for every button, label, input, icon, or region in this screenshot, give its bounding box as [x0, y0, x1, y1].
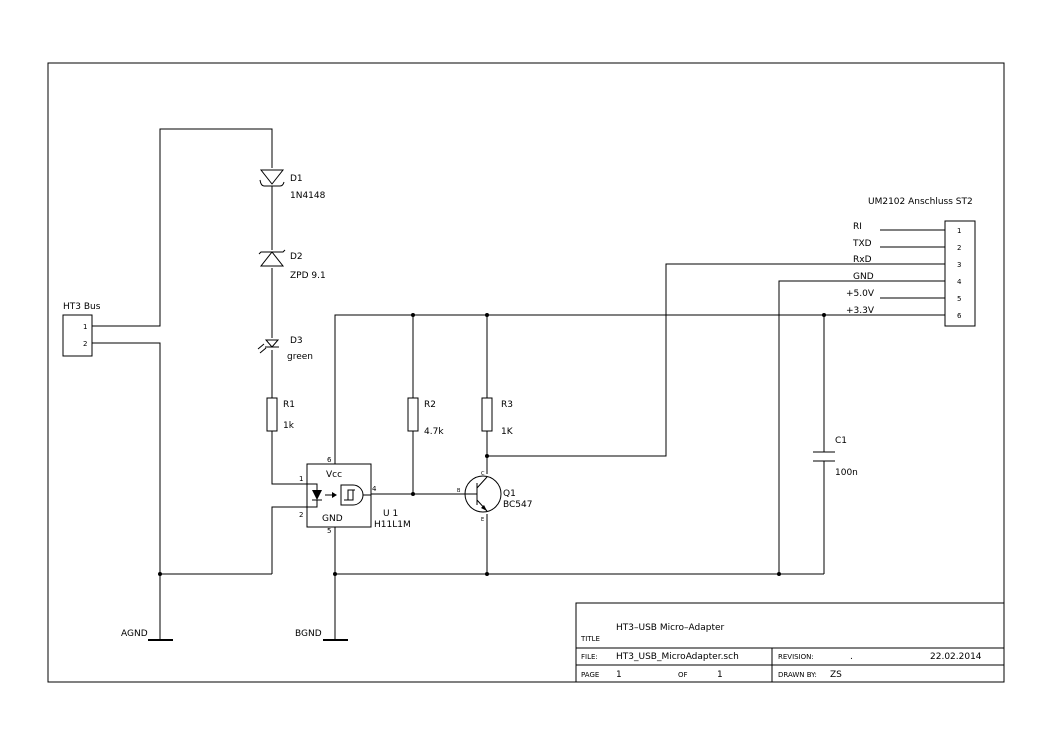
wires [92, 128, 945, 640]
resistor-r2: R2 4.7k [407, 397, 444, 437]
drawn-by-value: ZS [830, 670, 842, 680]
st2-signal-gnd: GND [853, 272, 874, 282]
st2-pin-4: 4 [957, 278, 962, 286]
r2-ref: R2 [424, 400, 436, 410]
file-value: HT3_USB_MicroAdapter.sch [616, 652, 739, 662]
r1-ref: R1 [283, 400, 295, 410]
um2102-connector: UM2102 Anschluss ST2 RI TXD RxD GND +5.0… [846, 197, 976, 327]
c1-value: 100n [835, 468, 858, 478]
of-label: OF [678, 671, 688, 679]
page-value: 1 [616, 670, 622, 680]
u1-value: H11L1M [374, 520, 411, 530]
r3-value: 1K [501, 427, 514, 437]
d1-value: 1N4148 [290, 191, 326, 201]
u1-pin-1: 1 [299, 475, 303, 483]
st2-signal-txd: TXD [852, 239, 872, 249]
q1-pin-b: B [457, 488, 461, 494]
pages-value: 1 [717, 670, 723, 680]
junctions [158, 313, 826, 576]
r1-value: 1k [283, 421, 295, 431]
u1-ref: U 1 [383, 509, 398, 519]
u1-pin-4: 4 [372, 485, 377, 493]
agnd-label: AGND [121, 629, 148, 639]
revision-value: . [850, 652, 853, 662]
optocoupler-u1: Vcc GND 6 1 2 4 5 U 1 H11L1M [299, 456, 411, 535]
date-value: 22.02.2014 [930, 652, 982, 662]
revision-label: REVISION: [778, 653, 814, 661]
u1-vcc: Vcc [326, 470, 342, 480]
q1-pin-e: E [481, 517, 484, 523]
st2-signal-ri: RI [853, 222, 862, 232]
u1-pin-5: 5 [327, 527, 331, 535]
u1-pin-2: 2 [299, 511, 303, 519]
title-value: HT3–USB Micro–Adapter [616, 623, 725, 633]
ht3-pin-1: 1 [83, 323, 87, 331]
d1-ref: D1 [290, 174, 303, 184]
q1-ref: Q1 [503, 489, 516, 499]
st2-pin-6: 6 [957, 312, 962, 320]
st2-signal-33v: +3.3V [846, 306, 875, 316]
u1-gnd: GND [322, 514, 343, 524]
resistor-r1: R1 1k [266, 397, 295, 432]
transistor-q1: B C E Q1 BC547 [457, 471, 532, 523]
st2-signal-rxd: RxD [853, 255, 872, 265]
st2-pin-5: 5 [957, 295, 961, 303]
d2-value: ZPD 9.1 [290, 271, 326, 281]
title-block: TITLE HT3–USB Micro–Adapter FILE: HT3_US… [575, 602, 1005, 683]
ground-agnd: AGND [121, 629, 173, 641]
q1-pin-c: C [481, 471, 485, 477]
d2-ref: D2 [290, 252, 303, 262]
q1-value: BC547 [503, 500, 532, 510]
st2-pin-3: 3 [957, 261, 961, 269]
c1-ref: C1 [835, 436, 847, 446]
file-label: FILE: [581, 653, 598, 661]
d3-value: green [287, 352, 313, 362]
st2-pin-2: 2 [957, 244, 961, 252]
ht3-pin-2: 2 [83, 340, 87, 348]
r2-value: 4.7k [424, 427, 444, 437]
bgnd-label: BGND [295, 629, 322, 639]
capacitor-c1: C1 100n [813, 436, 858, 478]
st2-pin-1: 1 [957, 227, 961, 235]
resistor-r3: R3 1K [481, 397, 514, 437]
ht3-bus-connector: HT3 Bus 1 2 [62, 302, 101, 357]
st2-label: UM2102 Anschluss ST2 [868, 197, 973, 207]
page-label: PAGE [581, 671, 599, 679]
drawn-by-label: DRAWN BY: [778, 671, 817, 679]
st2-signal-5v: +5.0V [846, 289, 875, 299]
u1-pin-6: 6 [327, 456, 332, 464]
title-label: TITLE [580, 635, 600, 643]
led-d3: D3 green [257, 336, 313, 362]
sheet-border [47, 62, 1005, 683]
ground-bgnd: BGND [295, 629, 348, 641]
diode-d1: D1 1N4148 [259, 169, 326, 201]
ht3-bus-label: HT3 Bus [63, 302, 101, 312]
zener-d2: D2 ZPD 9.1 [258, 249, 326, 281]
d3-ref: D3 [290, 336, 303, 346]
r3-ref: R3 [501, 400, 513, 410]
